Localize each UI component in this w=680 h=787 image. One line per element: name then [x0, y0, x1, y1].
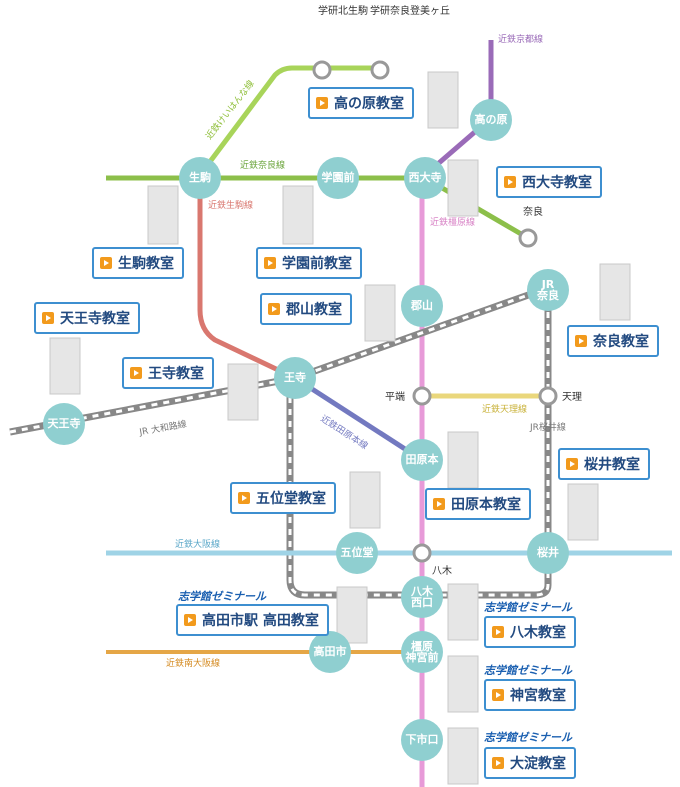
building-icons: [49, 71, 631, 785]
label-minami-osaka-line: 近鉄南大阪線: [166, 657, 220, 669]
school-oyodo[interactable]: 大淀教室: [484, 747, 576, 779]
station-saidaiji: 西大寺: [409, 170, 442, 184]
label-kashihara-line: 近鉄橿原線: [430, 216, 475, 228]
arrow-icon: [566, 458, 578, 470]
arrow-icon: [492, 626, 504, 638]
major-stations: [43, 99, 569, 761]
station-kashihara: 橿原神宮前: [406, 639, 439, 664]
label-nara: 奈良: [523, 205, 543, 218]
label-kyoto-line: 近鉄京都線: [498, 33, 543, 45]
station-jr-nara-2: 奈良: [536, 288, 559, 302]
station-oji: 王寺: [284, 370, 306, 384]
arrow-icon: [492, 689, 504, 701]
arrow-icon: [130, 367, 142, 379]
arrow-icon: [268, 303, 280, 315]
label-gakken-kitaikoma: 学研北生駒: [318, 4, 368, 17]
station-ikoma: 生駒: [189, 170, 211, 184]
brand-label: 志学館ゼミナール: [484, 664, 572, 677]
school-tennoji[interactable]: 天王寺教室: [34, 302, 140, 334]
school-sakurai[interactable]: 桜井教室: [558, 448, 650, 480]
school-jingu[interactable]: 神宮教室: [484, 679, 576, 711]
station-sakurai: 桜井: [537, 545, 559, 559]
label-yagi: 八木: [432, 565, 452, 577]
school-goidou[interactable]: 五位堂教室: [230, 482, 336, 514]
station-takanohara: 高の原: [475, 112, 508, 126]
school-gakuenmae[interactable]: 学園前教室: [256, 247, 362, 279]
station-takadashi: 高田市: [314, 644, 347, 658]
label-ikoma-line: 近鉄生駒線: [208, 199, 253, 211]
arrow-icon: [184, 614, 196, 626]
label-yamatoji: JR 大和路線: [137, 418, 187, 438]
label-sakurai-line: JR桜井線: [529, 421, 566, 433]
school-saidaiji[interactable]: 西大寺教室: [496, 166, 602, 198]
arrow-icon: [264, 257, 276, 269]
label-tenri: 天理: [562, 391, 582, 403]
arrow-icon: [433, 498, 445, 510]
station-jr-nara-1: JR: [541, 278, 555, 291]
label-gakken-nara: 学研奈良登美ヶ丘: [370, 4, 450, 17]
station-goidou: 五位堂: [341, 545, 374, 559]
school-tawaramoto[interactable]: 田原本教室: [425, 488, 531, 520]
arrow-icon: [42, 312, 54, 324]
school-nara[interactable]: 奈良教室: [567, 325, 659, 357]
arrow-icon: [492, 757, 504, 769]
label-tawaramoto-line: 近鉄田原本線: [318, 412, 370, 451]
station-gakuenmae: 学園前: [322, 170, 355, 184]
school-takanohara[interactable]: 高の原教室: [308, 87, 414, 119]
school-takada[interactable]: 高田市駅 高田教室: [176, 604, 329, 636]
arrow-icon: [575, 335, 587, 347]
station-tawaramoto: 田原本: [406, 452, 439, 466]
arrow-icon: [100, 257, 112, 269]
station-koriyama: 郡山: [410, 298, 433, 312]
school-ikoma[interactable]: 生駒教室: [92, 247, 184, 279]
label-hirahata: 平端: [385, 390, 405, 403]
label-osaka-line: 近鉄大阪線: [175, 538, 220, 550]
ikoma-line: [197, 178, 297, 381]
station-tennoji: 天王寺: [48, 416, 81, 430]
tawaramoto-line: [293, 375, 424, 463]
label-nara-line: 近鉄奈良線: [240, 159, 285, 171]
school-oji[interactable]: 王寺教室: [122, 357, 214, 389]
brand-label: 志学館ゼミナール: [484, 731, 572, 744]
keihanna-line: [198, 65, 382, 177]
label-tenri-line: 近鉄天理線: [482, 403, 527, 415]
brand-label: 志学館ゼミナール: [178, 590, 266, 603]
arrow-icon: [504, 176, 516, 188]
arrow-icon: [238, 492, 250, 504]
station-shimoichiguchi: 下市口: [406, 732, 439, 746]
minor-stations: [312, 60, 558, 563]
station-yagi-nishiguchi: 八木西口: [410, 584, 434, 609]
arrow-icon: [316, 97, 328, 109]
school-yagi[interactable]: 八木教室: [484, 616, 576, 648]
brand-label: 志学館ゼミナール: [484, 601, 572, 614]
school-koriyama[interactable]: 郡山教室: [260, 293, 352, 325]
